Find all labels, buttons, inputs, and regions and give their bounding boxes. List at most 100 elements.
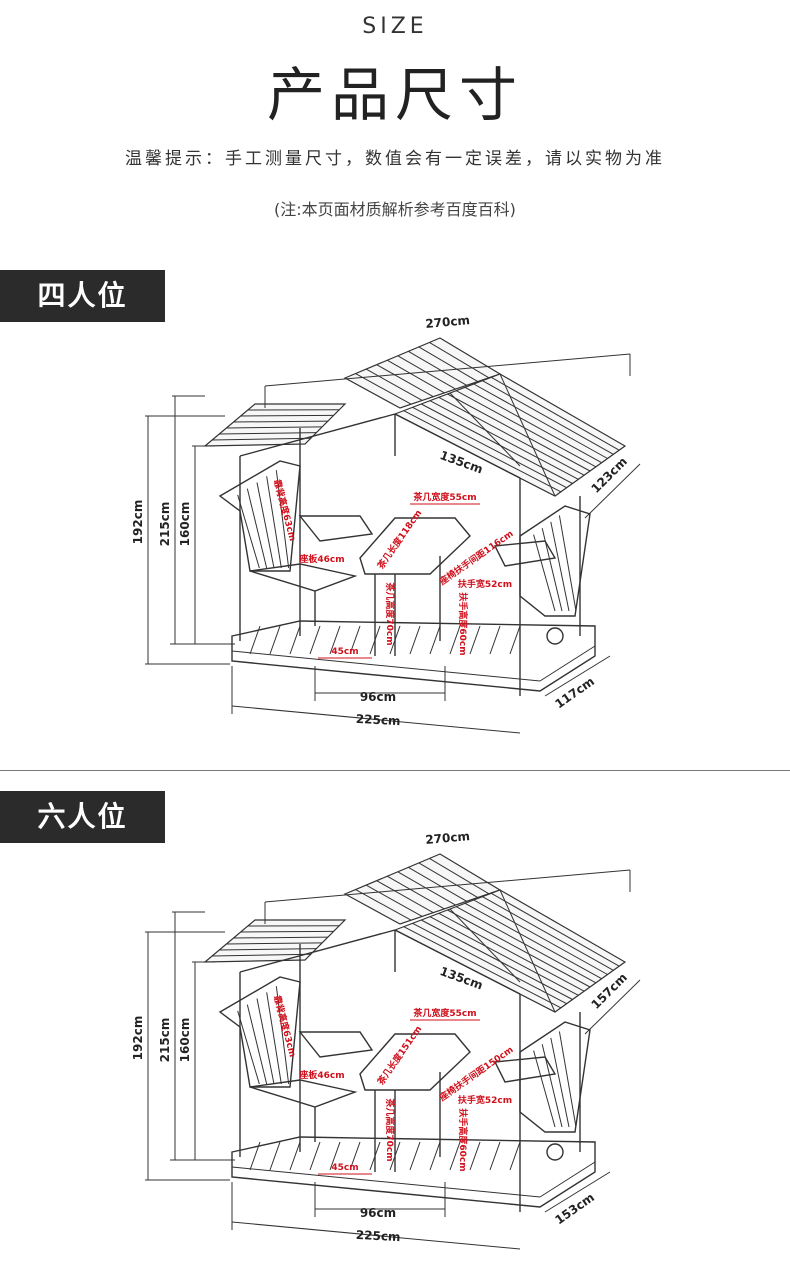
swing-slat [275, 470, 290, 569]
swing-slat [246, 1004, 268, 1085]
swing-slat [237, 1010, 260, 1085]
dim-armrest-height: 扶手高度60cm [457, 592, 469, 655]
swing-spring [546, 1143, 564, 1161]
size-heading: SIZE [362, 14, 428, 39]
dim-table-length: 茶几长度118cm [374, 507, 424, 572]
right-armrest [493, 1056, 557, 1083]
base-slat [429, 625, 441, 655]
swing-slat [533, 534, 556, 612]
dim-height-post: 160cm [178, 1018, 192, 1063]
roof-slat [376, 364, 434, 398]
roof-slat [473, 383, 608, 459]
dim-line-total-width [264, 869, 631, 903]
dim-table-width: 茶几宽度55cm [412, 491, 476, 503]
swing-slat [256, 998, 275, 1085]
roof-slat [408, 350, 467, 386]
dim-inner-width: 96cm [360, 690, 396, 704]
dim-height-total: 192cm [131, 1016, 145, 1061]
dim-inner-width: 96cm [360, 1206, 396, 1220]
dim-total-width: 270cm [425, 313, 471, 331]
roof-slat [240, 930, 334, 933]
roof-slat [397, 355, 456, 390]
roof-slat [421, 403, 573, 484]
section-badge-six-seat: 六人位 [0, 791, 165, 843]
base-slat [449, 1141, 461, 1171]
dim-table-length: 茶几长度151cm [374, 1023, 424, 1088]
roof-slat [233, 420, 328, 423]
measurement-tip: 温馨提示：手工测量尺寸，数值会有一定误差，请以实物为准 [125, 149, 665, 169]
beam-left [239, 413, 396, 457]
dim-line-base-depth [544, 655, 611, 697]
roof-slat [365, 368, 423, 401]
base-slat [309, 1141, 321, 1171]
swing-slat [266, 992, 282, 1085]
left-swing-seat [249, 1079, 358, 1108]
base-slat [329, 1141, 341, 1171]
base-edge [539, 1161, 596, 1198]
beam-right [394, 413, 521, 479]
dim-table-height: 茶几高度70cm [384, 1097, 396, 1161]
dim-base-depth: 153cm [552, 1190, 597, 1227]
material-note: (注:本页面材质解析参考百度百科) [274, 200, 516, 219]
base-slat [489, 1141, 501, 1171]
roof-slat [421, 919, 573, 1000]
roof-slat [418, 862, 479, 898]
roof-slat [403, 926, 562, 1009]
dim-line-side-depth [584, 979, 641, 1035]
page-title: 产品尺寸 [266, 61, 523, 129]
roof-slat [386, 875, 445, 910]
base-slat [329, 625, 341, 655]
base-slat [309, 625, 321, 655]
dim-armrest-width: 扶手宽52cm [458, 578, 512, 590]
base-slat [269, 625, 281, 655]
swing-slat [550, 1037, 570, 1128]
dim-seat: 座板46cm [298, 1069, 344, 1081]
swing-slat [558, 1031, 577, 1128]
dim-base-width: 225cm [356, 712, 401, 728]
dim-back-height: 靠背高度63cm [271, 478, 299, 542]
dim-height-post: 160cm [178, 502, 192, 547]
roof-slat [447, 909, 591, 988]
roof-slat [408, 866, 467, 902]
base-slat [249, 625, 261, 655]
roof-slat [386, 359, 445, 394]
base-slat [509, 1141, 521, 1171]
roof-slat [456, 906, 597, 984]
swing-slat [256, 482, 275, 569]
roof-slat [491, 892, 620, 967]
base-slat [509, 625, 521, 655]
roof-slat [365, 884, 423, 917]
swing-slat [266, 476, 282, 569]
base-slat [469, 625, 481, 655]
dim-back-height: 靠背高度63cm [271, 994, 299, 1058]
roof-slat [376, 880, 434, 914]
roof-slat [212, 953, 311, 957]
dim-armrest-width: 扶手宽52cm [458, 1094, 512, 1106]
section-badge-four-seat: 四人位 [0, 270, 165, 322]
swing-slat [275, 986, 290, 1085]
roof-slat [403, 410, 562, 493]
base-slat [409, 1141, 421, 1171]
right-swing-back [519, 505, 591, 617]
dim-base-width: 225cm [356, 1228, 401, 1244]
swing-slat [246, 488, 268, 569]
base-slat [469, 1141, 481, 1171]
right-armrest [493, 540, 557, 567]
dim-seat: 座板46cm [298, 553, 344, 565]
beam-right [394, 929, 521, 995]
roof-slat [464, 902, 602, 980]
base-slat [489, 625, 501, 655]
left-armrest [298, 1031, 374, 1058]
dim-height-roof: 215cm [158, 1018, 172, 1063]
base-edge [231, 1166, 541, 1198]
roof-slat [429, 916, 579, 996]
base-slat [269, 1141, 281, 1171]
swing-spring [546, 627, 564, 645]
roof-slat [397, 871, 456, 906]
roof-slat [212, 437, 311, 441]
left-swing-back [218, 460, 301, 572]
base-slat [449, 625, 461, 655]
base-platform [231, 1136, 596, 1208]
base-slat [289, 625, 301, 655]
